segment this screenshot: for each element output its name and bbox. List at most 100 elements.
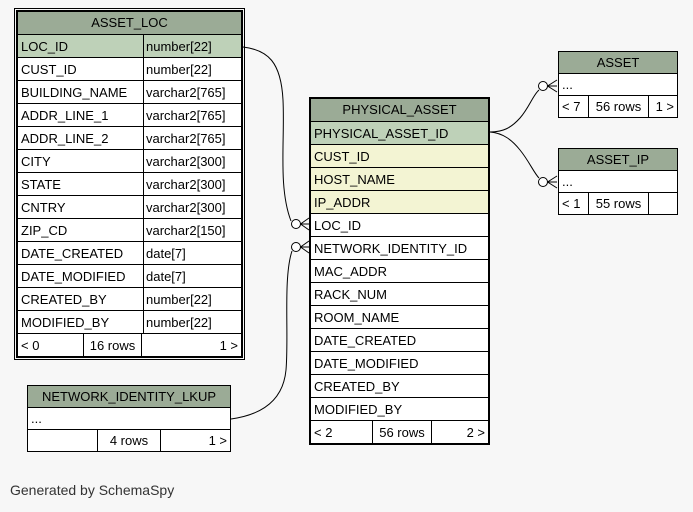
- hidden-children-count: 1 >: [655, 99, 674, 114]
- column-type: number[22]: [143, 288, 241, 310]
- column-row: CITY varchar2[300]: [18, 150, 241, 173]
- relationship-physicalasset-assetip: [489, 131, 558, 189]
- row-count: 4 rows: [97, 430, 161, 451]
- column-type: varchar2[300]: [143, 173, 241, 195]
- table-footer: < 0 16 rows 1 >: [18, 334, 241, 356]
- row-count: 16 rows: [83, 334, 142, 356]
- column-row: CREATED_BY: [311, 375, 488, 398]
- generator-note: Generated by SchemaSpy: [10, 482, 175, 498]
- column-name: DATE_MODIFIED: [314, 355, 419, 371]
- table-title-network-identity-lkup[interactable]: NETWORK_IDENTITY_LKUP: [28, 386, 230, 408]
- table-physical-asset: PHYSICAL_ASSET PHYSICAL_ASSET_ID CUST_ID H…: [309, 97, 490, 445]
- column-name: ...: [562, 77, 573, 92]
- zero-or-one-dot: [291, 242, 301, 252]
- column-type: varchar2[300]: [143, 150, 241, 172]
- column-type: number[22]: [143, 35, 241, 57]
- column-name: CUST_ID: [314, 148, 370, 164]
- column-name: IP_ADDR: [314, 194, 371, 210]
- zero-or-one-dot: [538, 81, 548, 91]
- table-footer: < 2 56 rows 2 >: [311, 421, 488, 443]
- column-name: RACK_NUM: [314, 286, 387, 302]
- column-type: date[7]: [143, 265, 241, 287]
- table-footer: 4 rows 1 >: [28, 430, 230, 451]
- column-name: MODIFIED_BY: [314, 401, 403, 417]
- relationship-curve: [242, 46, 292, 222]
- column-row: CUST_ID number[22]: [18, 58, 241, 81]
- column-row: LOC_ID: [311, 214, 488, 237]
- hidden-parents-count: < 2: [314, 424, 333, 440]
- column-row: ADDR_LINE_2 varchar2[765]: [18, 127, 241, 150]
- column-row: MODIFIED_BY: [311, 398, 488, 421]
- table-footer: < 1 55 rows: [559, 193, 677, 214]
- crow-foot: [300, 240, 310, 254]
- hidden-children-count: 1 >: [219, 337, 238, 353]
- hidden-children-count: 1 >: [208, 433, 227, 448]
- column-list: ...: [559, 74, 677, 96]
- column-name: HOST_NAME: [314, 171, 395, 187]
- crow-foot: [300, 217, 310, 231]
- column-row: ...: [559, 74, 677, 96]
- hidden-parents-count: < 0: [21, 337, 40, 353]
- table-title-asset[interactable]: ASSET: [559, 52, 677, 74]
- table-asset: ASSET ... < 7 56 rows 1 >: [558, 51, 678, 118]
- column-type: varchar2[765]: [143, 81, 241, 103]
- column-name: CUST_ID: [21, 61, 77, 77]
- column-row: ...: [28, 408, 230, 430]
- column-name: ROOM_NAME: [314, 309, 400, 325]
- row-count: 55 rows: [588, 193, 649, 214]
- table-title-asset-ip[interactable]: ASSET_IP: [559, 149, 677, 171]
- column-list: ...: [28, 408, 230, 430]
- relationship-curve: [489, 131, 540, 179]
- relationship-physicalasset-asset: [489, 79, 558, 133]
- column-type: number[22]: [143, 311, 241, 333]
- table-footer: < 7 56 rows 1 >: [559, 96, 677, 117]
- column-name: MAC_ADDR: [314, 263, 387, 279]
- column-type: varchar2[765]: [143, 127, 241, 149]
- table-title-asset-loc[interactable]: ASSET_LOC: [18, 12, 241, 35]
- row-count: 56 rows: [588, 96, 649, 117]
- column-type: varchar2[765]: [143, 104, 241, 126]
- hidden-children-count: 2 >: [466, 424, 485, 440]
- zero-or-one-dot: [538, 177, 548, 187]
- zero-or-one-dot: [291, 219, 301, 229]
- column-name: ADDR_LINE_2: [21, 130, 109, 146]
- column-name: BUILDING_NAME: [21, 84, 128, 100]
- column-name: DATE_CREATED: [21, 245, 124, 261]
- column-row: BUILDING_NAME varchar2[765]: [18, 81, 241, 104]
- column-name: CREATED_BY: [21, 291, 107, 307]
- column-list: PHYSICAL_ASSET_ID CUST_ID HOST_NAME IP_ADDR…: [311, 122, 488, 421]
- column-name: CREATED_BY: [314, 378, 400, 394]
- column-name: ...: [562, 174, 573, 189]
- column-name: CITY: [21, 153, 51, 169]
- table-title-physical-asset[interactable]: PHYSICAL_ASSET: [311, 99, 488, 122]
- hidden-parents-count: < 7: [562, 99, 581, 114]
- column-row: CNTRY varchar2[300]: [18, 196, 241, 219]
- column-row: HOST_NAME: [311, 168, 488, 191]
- column-row: NETWORK_IDENTITY_ID: [311, 237, 488, 260]
- hidden-parents-count: < 1: [562, 196, 581, 211]
- column-row: ...: [559, 171, 677, 193]
- column-row: MAC_ADDR: [311, 260, 488, 283]
- table-network-identity-lkup: NETWORK_IDENTITY_LKUP ... 4 rows 1 >: [27, 385, 231, 452]
- row-count: 56 rows: [372, 421, 432, 443]
- column-type: varchar2[300]: [143, 196, 241, 218]
- relationship-assetloc-physicalasset-locid: [242, 46, 310, 231]
- column-row: LOC_ID number[22]: [18, 35, 241, 58]
- column-name: CNTRY: [21, 199, 66, 215]
- table-asset-ip: ASSET_IP ... < 1 55 rows: [558, 148, 678, 215]
- column-row: IP_ADDR: [311, 191, 488, 214]
- column-name: PHYSICAL_ASSET_ID: [314, 125, 449, 141]
- relationship-curve: [489, 89, 540, 133]
- column-row: RACK_NUM: [311, 283, 488, 306]
- column-name: LOC_ID: [21, 38, 68, 54]
- column-type: varchar2[150]: [143, 219, 241, 241]
- column-type: number[22]: [143, 58, 241, 80]
- column-name: LOC_ID: [314, 217, 361, 233]
